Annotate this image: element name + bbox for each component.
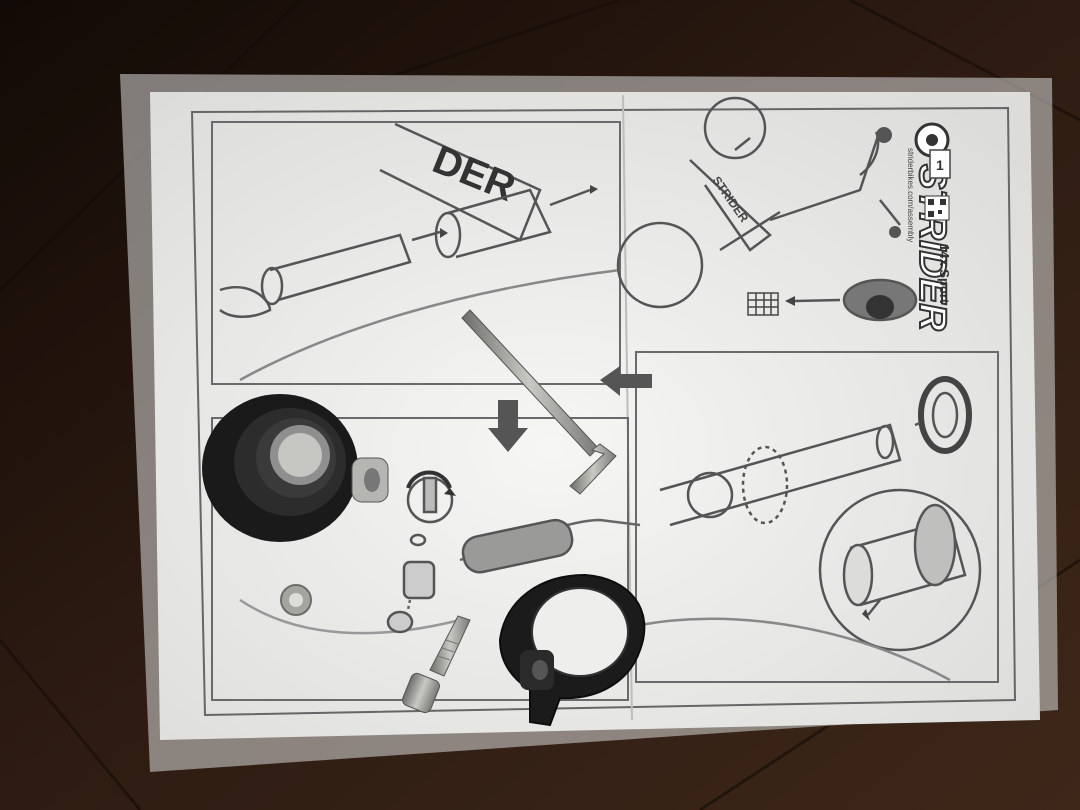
manual-header: STRIDER 14x Sport bbox=[910, 122, 954, 332]
washer-part bbox=[280, 584, 312, 616]
step-indicator: 1 bbox=[929, 149, 951, 179]
seat-clamp-part bbox=[498, 573, 646, 727]
diagram-headset bbox=[639, 376, 982, 682]
bolt-part bbox=[402, 615, 471, 714]
model-name: 14x Sport bbox=[937, 244, 952, 304]
arrow-left-icon bbox=[600, 366, 652, 396]
qr-code-icon bbox=[924, 195, 950, 221]
brand-title: STRIDER bbox=[911, 164, 953, 331]
mesh-icon bbox=[747, 292, 779, 316]
headset-cup-part bbox=[202, 394, 389, 542]
step-number: 1 bbox=[936, 157, 944, 173]
assembly-url: striderbikes.com/assembly bbox=[906, 148, 915, 242]
hex-key-part bbox=[461, 309, 617, 495]
diagram-handlebar bbox=[239, 470, 641, 635]
arrow-down-icon bbox=[488, 400, 528, 452]
